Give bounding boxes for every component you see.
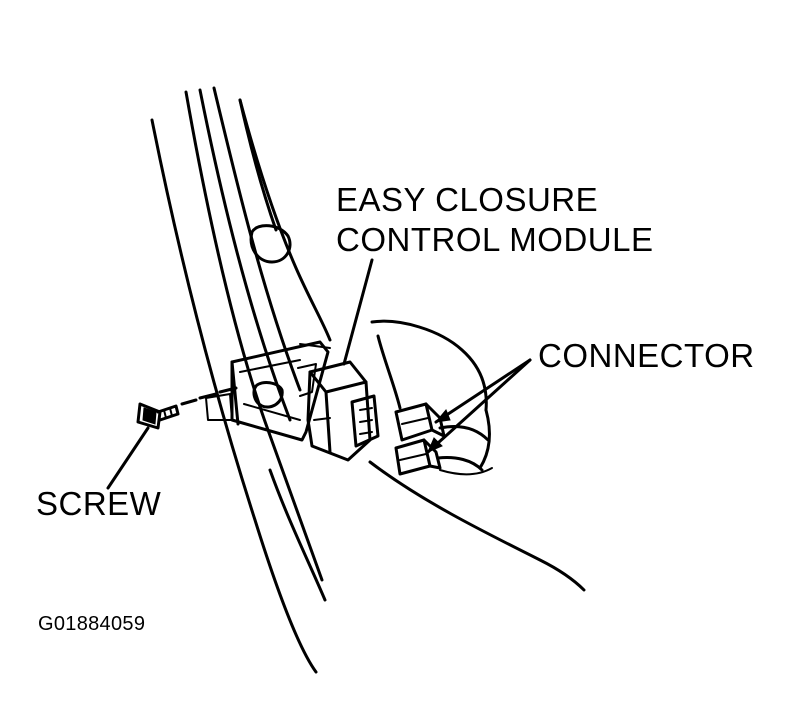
- leader-module: [342, 258, 374, 366]
- label-module-line1: EASY CLOSURE: [336, 181, 599, 218]
- screw-path: [180, 386, 238, 406]
- figure-code: G01884059: [38, 613, 146, 635]
- label-screw: SCREW: [36, 485, 162, 522]
- leader-connector-upper: [434, 358, 532, 424]
- leader-screw: [106, 426, 150, 490]
- arrowhead-connector-lower: [427, 437, 443, 453]
- leader-lines: [106, 258, 532, 490]
- arrowhead-connector-upper: [434, 409, 451, 423]
- connectors: [394, 402, 490, 476]
- control-module: [306, 360, 380, 462]
- door-pillar: [150, 86, 332, 674]
- label-connector: CONNECTOR: [538, 337, 755, 374]
- label-module-line2: CONTROL MODULE: [336, 221, 654, 258]
- panel-hole: [249, 224, 292, 264]
- screw: [136, 402, 180, 430]
- mounting-bracket: [205, 340, 331, 442]
- leader-connector-lower: [426, 358, 532, 454]
